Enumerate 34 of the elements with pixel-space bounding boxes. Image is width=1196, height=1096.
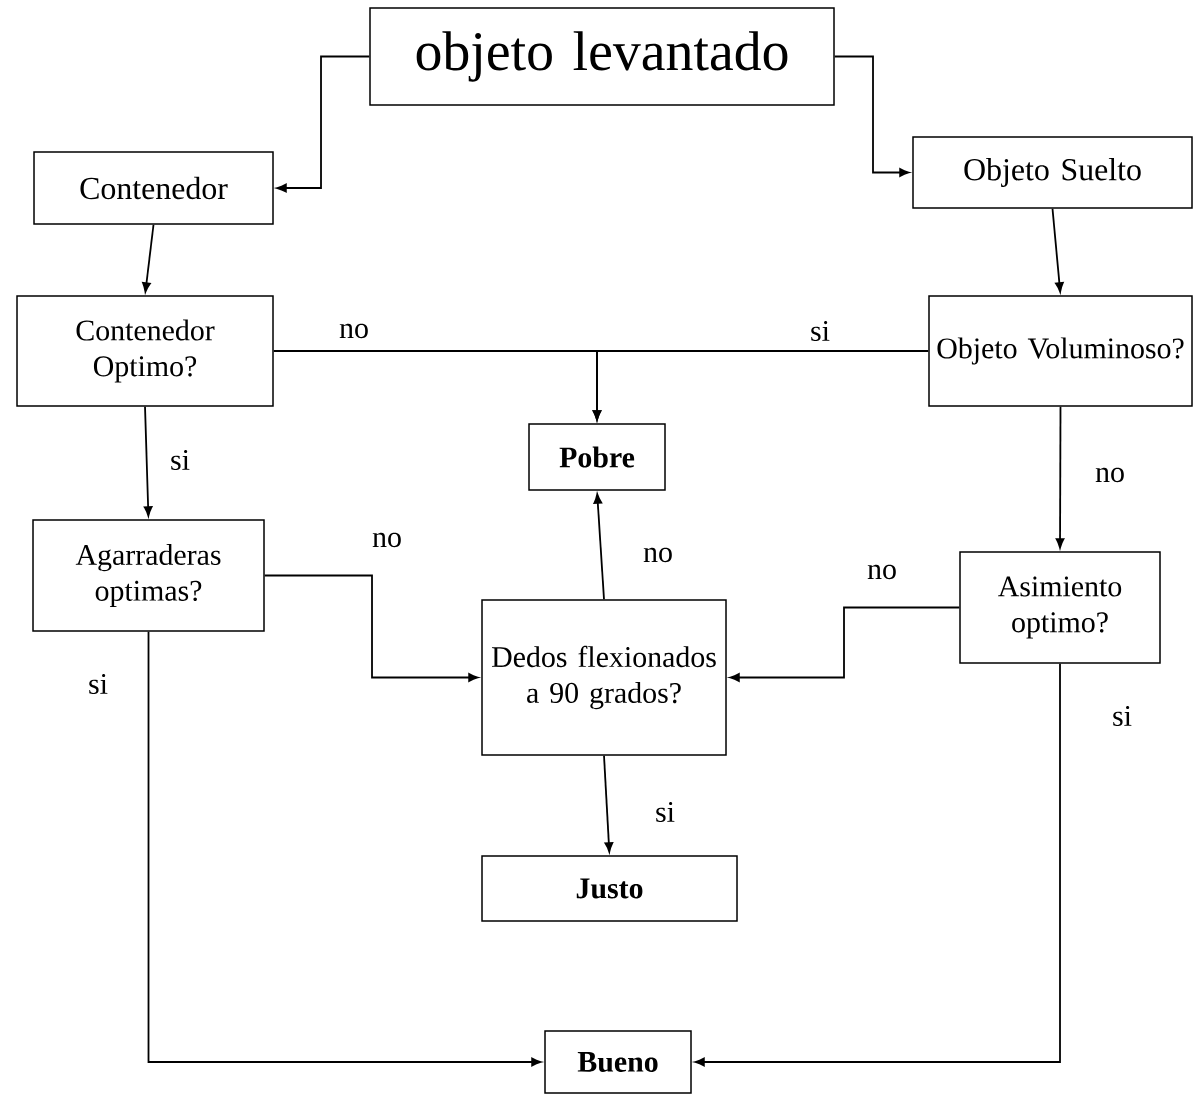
edge-label: no	[372, 532, 401, 548]
edge-label: no	[643, 547, 672, 563]
arrow	[729, 606, 961, 682]
process-box: Objeto Suelto	[912, 136, 1193, 209]
arrow	[147, 630, 542, 1067]
edge-label: no	[1095, 467, 1124, 483]
arrow	[276, 55, 371, 193]
edge-label: no	[867, 564, 896, 580]
arrow	[592, 350, 930, 421]
process-box: Agarraderas optimas?	[32, 519, 265, 632]
arrow	[694, 662, 1061, 1067]
process-box: Dedos flexionados a 90 grados?	[481, 599, 727, 756]
arrow	[143, 405, 153, 517]
arrow	[142, 223, 155, 293]
process-box: Contenedor Optimo?	[16, 295, 274, 407]
edge-label: si	[811, 320, 830, 342]
process-box: Contenedor	[33, 151, 274, 225]
edge-label: si	[656, 801, 675, 823]
arrow	[593, 493, 605, 601]
edge-label: no	[339, 323, 368, 339]
result-box: Justo	[481, 855, 738, 922]
arrow	[603, 754, 614, 853]
process-box: Objeto Voluminoso?	[928, 295, 1193, 407]
arrow	[1051, 207, 1064, 293]
edge-label: si	[89, 673, 108, 695]
arrow	[263, 574, 479, 682]
arrow	[1055, 405, 1065, 549]
process-box: Asimiento optimo?	[959, 551, 1161, 664]
process-box: objeto levantado	[369, 7, 835, 106]
result-box: Bueno	[544, 1030, 692, 1094]
edge-label: si	[171, 449, 190, 471]
edge-label: si	[1113, 705, 1132, 727]
result-box: Pobre	[528, 423, 666, 491]
arrow	[833, 55, 910, 177]
